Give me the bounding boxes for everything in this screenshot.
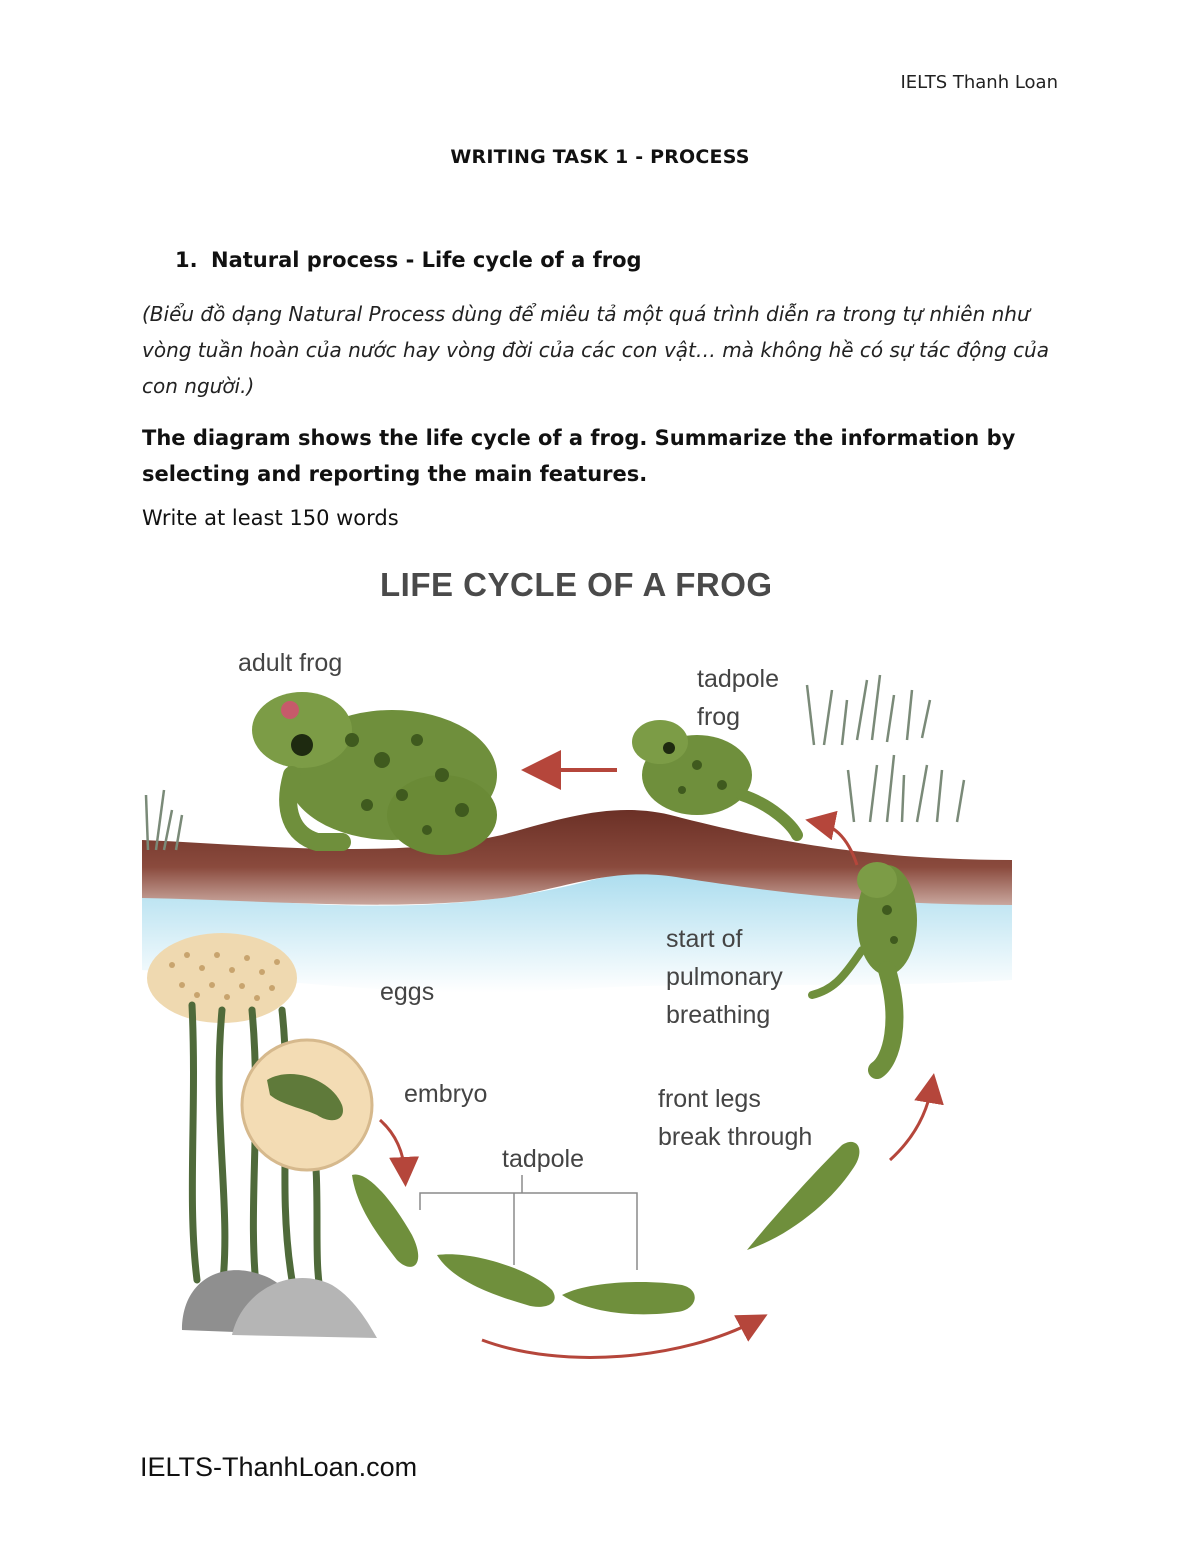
frog-life-cycle-diagram: LIFE CYCLE OF A FROG adult frog tadpole … bbox=[142, 560, 1012, 1360]
rocks-drawing bbox=[182, 1270, 377, 1338]
section-number: 1. bbox=[175, 248, 198, 272]
arrow-embryo-to-tadpole bbox=[378, 1118, 420, 1187]
diagram-title: LIFE CYCLE OF A FROG bbox=[380, 566, 773, 603]
vietnamese-note: (Biểu đồ dạng Natural Process dùng để mi… bbox=[142, 302, 1049, 398]
diagram-illustration bbox=[142, 674, 1012, 1359]
label-pulmonary-line1: start of bbox=[666, 925, 743, 953]
water-band bbox=[142, 868, 1012, 993]
label-pulmonary-line3: breathing bbox=[666, 1001, 771, 1029]
tadpole-frog-drawing bbox=[632, 720, 803, 841]
label-front-legs-line1: front legs bbox=[658, 1085, 761, 1113]
tadpoles-drawing bbox=[352, 1141, 860, 1315]
arrow-frontlegs-to-climb bbox=[888, 1073, 944, 1162]
egg-cluster-drawing bbox=[147, 933, 297, 1023]
arrow-bottom bbox=[481, 1314, 768, 1359]
label-tadpole-frog-line1: tadpole bbox=[697, 665, 780, 693]
grass-right-top bbox=[805, 674, 932, 746]
section-heading: 1. Natural process - Life cycle of a frog bbox=[175, 248, 642, 272]
grass-right-bottom bbox=[846, 754, 966, 823]
grass-left bbox=[144, 789, 184, 851]
label-embryo: embryo bbox=[404, 1080, 488, 1108]
section-heading-text: Natural process - Life cycle of a frog bbox=[211, 248, 642, 272]
label-eggs: eggs bbox=[380, 978, 435, 1006]
soil-band bbox=[142, 809, 1012, 905]
label-tadpole: tadpole bbox=[502, 1145, 585, 1173]
document-title: WRITING TASK 1 - PROCESS bbox=[450, 146, 750, 168]
adult-frog-drawing bbox=[252, 692, 497, 855]
word-count-instruction: Write at least 150 words bbox=[142, 506, 399, 530]
label-tadpole-frog-line2: frog bbox=[697, 703, 741, 731]
task-prompt: The diagram shows the life cycle of a fr… bbox=[142, 426, 1016, 486]
header-brand: IELTS Thanh Loan bbox=[900, 72, 1058, 93]
footer-website: IELTS-ThanhLoan.com bbox=[140, 1452, 418, 1482]
label-front-legs-line2: break through bbox=[658, 1123, 813, 1151]
climbing-froglet-drawing bbox=[808, 862, 917, 1079]
arrow-climb-to-tadpolefrog bbox=[805, 810, 859, 866]
label-pulmonary-line2: pulmonary bbox=[666, 963, 783, 991]
tadpole-bracket bbox=[419, 1175, 638, 1270]
embryo-circle-drawing bbox=[240, 1038, 374, 1172]
label-adult-frog: adult frog bbox=[238, 649, 343, 677]
